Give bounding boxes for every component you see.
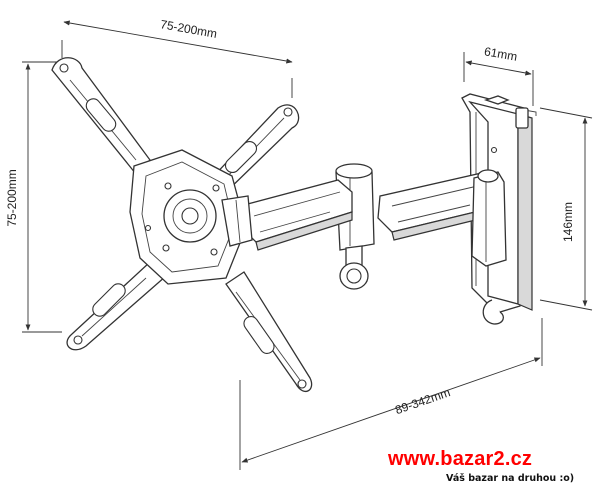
dimension-left-height: 75-200mm: [5, 61, 62, 333]
vesa-plate: [51, 57, 313, 393]
dim-top-width-label: 75-200mm: [159, 17, 218, 41]
dimension-plate-width: 61mm: [463, 44, 534, 106]
watermark-url: www.bazar2.cz: [388, 448, 533, 470]
dim-left-height-label: 75-200mm: [5, 169, 19, 226]
dimension-plate-height: 146mm: [539, 107, 593, 311]
watermark-tagline: Váš bazar na druhou :o): [446, 473, 575, 484]
dim-plate-width-label: 61mm: [483, 44, 518, 64]
dimension-top-width: 75-200mm: [61, 17, 293, 98]
articulating-arm: [239, 163, 507, 290]
dim-plate-height-label: 146mm: [561, 202, 575, 242]
dim-arm-extension-label: 89-342mm: [393, 385, 452, 417]
